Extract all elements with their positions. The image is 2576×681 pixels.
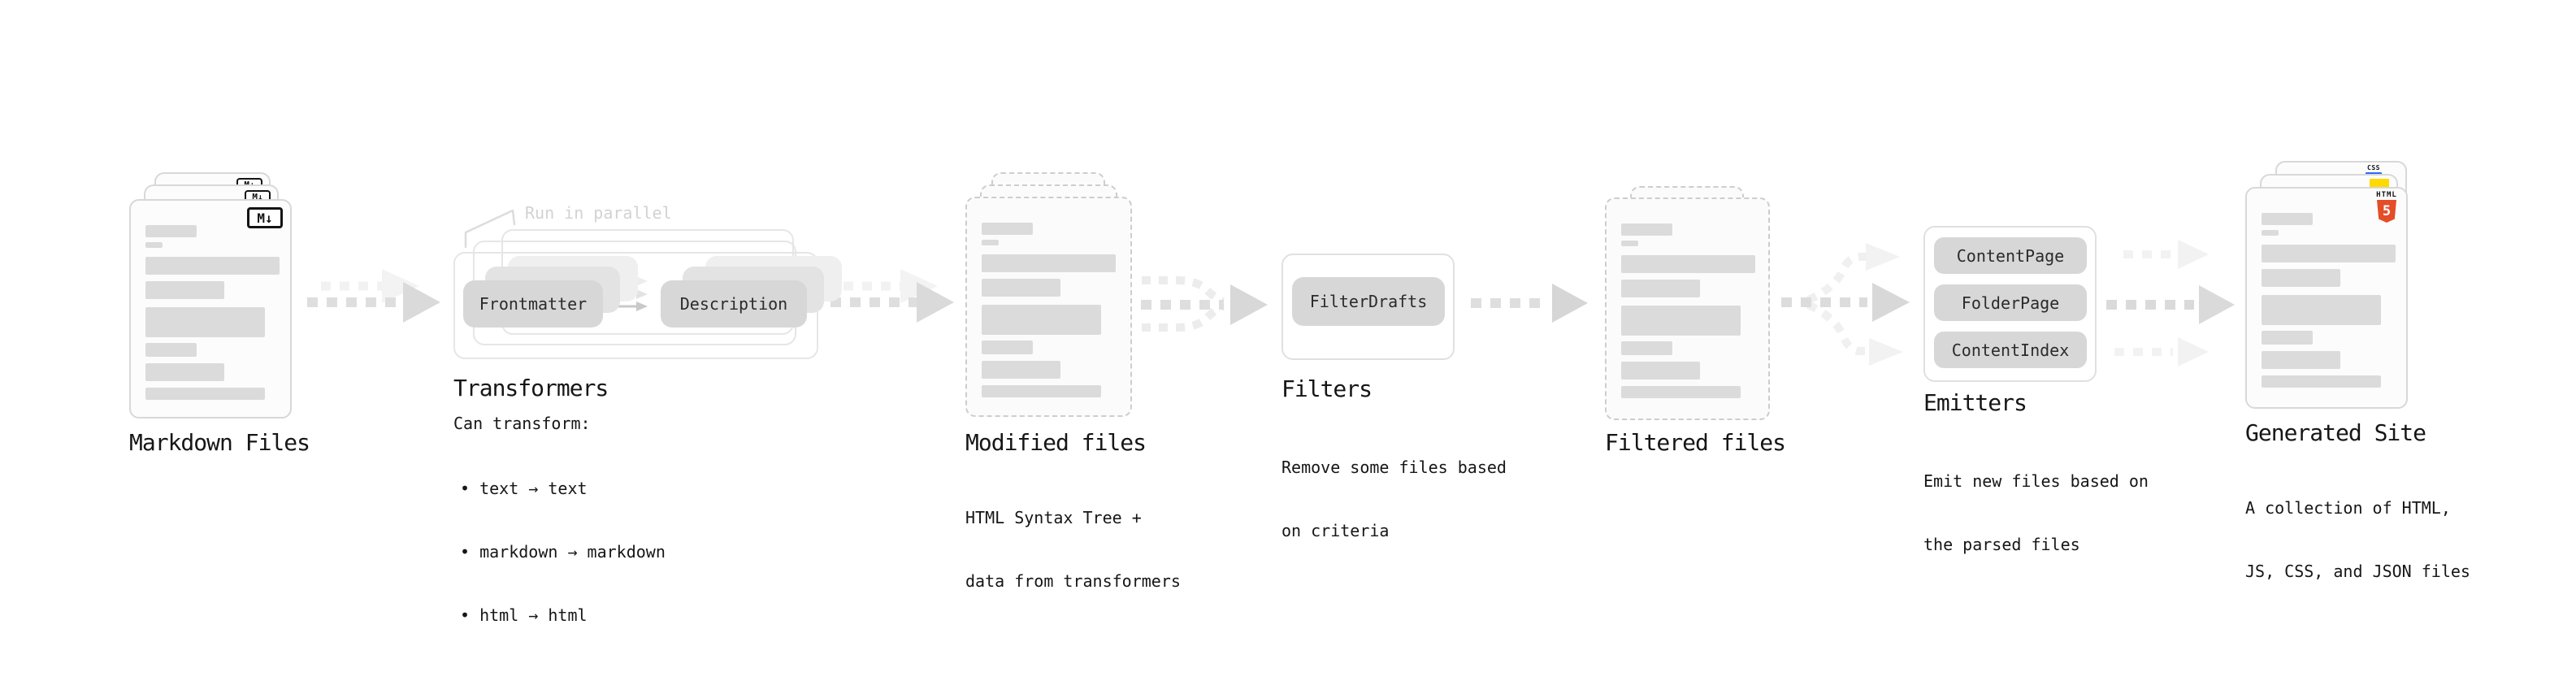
document-skeleton (145, 225, 280, 400)
transformers-bullet-list: • text → text • markdown → markdown • ht… (460, 436, 666, 668)
description-pill: Description (661, 280, 807, 327)
modified-files-description: HTML Syntax Tree + data from transformer… (965, 465, 1181, 634)
run-in-parallel-annotation: Run in parallel (525, 203, 672, 223)
bullet-item: • text → text (460, 479, 588, 498)
html5-icon-number: 5 (2382, 203, 2392, 219)
document-skeleton (982, 223, 1116, 397)
html5-icon: HTML 5 (2376, 192, 2397, 223)
contentpage-pill: ContentPage (1934, 237, 2087, 274)
modified-file-card-front (965, 197, 1132, 417)
filtered-file-card-front (1605, 197, 1770, 420)
arrow-markdown-to-transformers (307, 269, 440, 323)
generated-html-file-card: HTML 5 (2245, 187, 2408, 409)
css-icon-label: CSS (2367, 164, 2380, 171)
emitters-description: Emit new files based on the parsed files (1923, 428, 2149, 597)
emitters-heading: Emitters (1923, 389, 2027, 416)
filtered-files-label: Filtered files (1605, 429, 1786, 456)
markdown-files-label: Markdown Files (129, 429, 310, 456)
markdown-icon: M↓ (247, 207, 283, 228)
html5-icon-label: HTML (2376, 191, 2397, 199)
transformers-description: Can transform: (453, 414, 591, 433)
description-line: on criteria (1281, 521, 1390, 540)
filters-description: Remove some files based on criteria (1281, 414, 1507, 583)
description-line: the parsed files (1923, 535, 2080, 554)
frontmatter-pill: Frontmatter (463, 280, 603, 327)
arrow-modified-to-filters-merge (1141, 276, 1268, 332)
folderpage-pill: FolderPage (1934, 284, 2087, 321)
markdown-file-card-front: M↓ (129, 199, 292, 419)
description-line: Remove some files based (1281, 458, 1507, 477)
modified-files-label: Modified files (965, 429, 1147, 456)
description-line: HTML Syntax Tree + (965, 508, 1142, 527)
document-skeleton (2262, 213, 2396, 388)
html5-icon-shield: 5 (2377, 200, 2396, 223)
document-skeleton (1621, 223, 1755, 398)
filters-heading: Filters (1281, 375, 1373, 402)
bullet-item: • html → html (460, 605, 588, 625)
description-line: Emit new files based on (1923, 471, 2149, 491)
arrow-transformers-to-modified (830, 269, 954, 323)
description-line: data from transformers (965, 571, 1181, 591)
description-line: A collection of HTML, (2245, 498, 2451, 518)
contentindex-pill: ContentIndex (1934, 332, 2087, 368)
generated-site-description: A collection of HTML, JS, CSS, and JSON … (2245, 455, 2470, 624)
bullet-item: • markdown → markdown (460, 542, 666, 562)
generated-site-label: Generated Site (2245, 419, 2426, 446)
filterdrafts-pill: FilterDrafts (1292, 277, 1445, 326)
description-line: JS, CSS, and JSON files (2245, 562, 2470, 581)
arrows-emitters-to-generated (2106, 240, 2235, 367)
arrow-filtered-to-emitters-fanout (1781, 243, 1910, 366)
arrow-filters-to-filtered (1471, 284, 1588, 323)
transformers-heading: Transformers (453, 375, 609, 401)
